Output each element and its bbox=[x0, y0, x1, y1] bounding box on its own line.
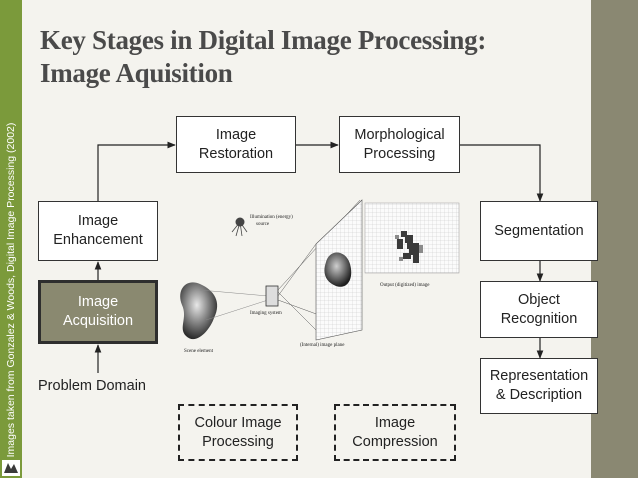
sidebar-strip: Images taken from Gonzalez & Woods, Digi… bbox=[0, 0, 22, 478]
title-line-1: Key Stages in Digital Image Processing: bbox=[40, 25, 487, 55]
representation-description-box: Representation & Description bbox=[480, 358, 598, 414]
label-scene-element: Scene element bbox=[184, 349, 214, 354]
scene-element-shape bbox=[180, 282, 218, 340]
right-band bbox=[591, 0, 638, 478]
problem-domain-label: Problem Domain bbox=[38, 378, 146, 394]
image-enhancement-box: Image Enhancement bbox=[38, 201, 158, 261]
morphological-processing-box: Morphological Processing bbox=[339, 116, 460, 173]
label-illumination: Illumination (energy) bbox=[250, 215, 293, 220]
label-imaging-system: Imaging system bbox=[250, 311, 282, 316]
imaging-system-icon bbox=[265, 285, 279, 307]
arrow-enhancement-restoration bbox=[97, 141, 176, 201]
image-restoration-box: Image Restoration bbox=[176, 116, 296, 173]
image-compression-box: Image Compression bbox=[334, 404, 456, 461]
logo-icon bbox=[2, 460, 20, 476]
colour-image-processing-box: Colour Image Processing bbox=[178, 404, 298, 461]
label-image-plane: (Internal) image plane bbox=[300, 343, 345, 348]
slide-title: Key Stages in Digital Image Processing: … bbox=[40, 24, 560, 90]
label-source: source bbox=[256, 222, 270, 227]
title-line-2: Image Aquisition bbox=[40, 58, 233, 88]
arrow-morphological-segmentation bbox=[460, 144, 544, 202]
segmentation-box: Segmentation bbox=[480, 201, 598, 261]
object-recognition-box: Object Recognition bbox=[480, 281, 598, 338]
image-acquisition-box: Image Acquisition bbox=[38, 280, 158, 344]
acquisition-figure: Illumination (energy) source Scene elem bbox=[180, 199, 460, 354]
label-output-image: Output (digitized) image bbox=[380, 283, 430, 288]
